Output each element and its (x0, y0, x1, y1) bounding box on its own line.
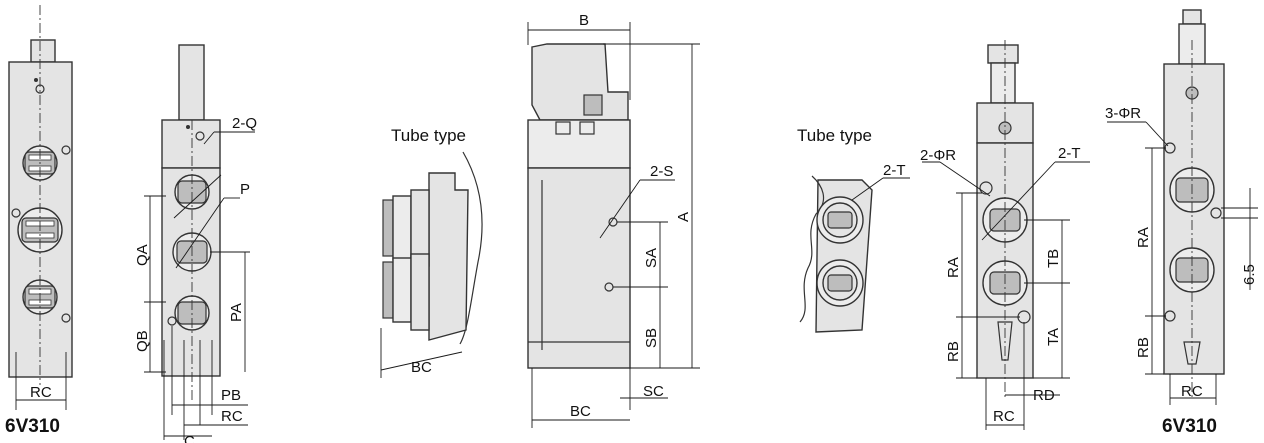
label-sc: SC (643, 383, 664, 400)
mount-hole (11, 208, 21, 218)
mount-hole (1210, 207, 1222, 219)
tube-type-caption: Tube type (391, 126, 466, 145)
model-label: 6V310 (1162, 416, 1217, 437)
label-pa: PA (228, 303, 245, 322)
pilot-cap (987, 44, 1019, 64)
mount-hole (979, 181, 993, 195)
pilot-stem (30, 39, 56, 63)
label-tb: TB (1045, 249, 1062, 268)
label-2-t: 2-T (1058, 145, 1081, 162)
label-rd: RD (1033, 387, 1055, 404)
mount-hole (61, 145, 71, 155)
leader-q-diag (173, 174, 222, 219)
label-3-phi-r: 3-ΦR (1105, 105, 1141, 122)
left-front-view: RC 6V310 (5, 5, 73, 437)
fitting-body (392, 257, 412, 323)
pilot-head (531, 43, 629, 121)
label-rb: RB (945, 341, 962, 362)
label-c: C (184, 433, 195, 443)
tube-type-fitting-view: Tube type BC (380, 126, 483, 378)
leader-p (175, 197, 225, 269)
label-rc: RC (993, 408, 1015, 425)
label-p: P (240, 181, 250, 198)
fitting-collar (382, 199, 394, 257)
mount-hole (61, 313, 71, 323)
valve-head (161, 119, 221, 169)
label-ra: RA (945, 257, 962, 278)
pilot-stem (990, 62, 1016, 104)
label-pb: PB (221, 387, 241, 404)
right-front-view: 3-ΦR RA RB 6.5 RC 6V310 (1105, 9, 1258, 437)
label-ta: TA (1045, 328, 1062, 346)
leader-q (203, 131, 215, 145)
dimension-line-bc (380, 351, 463, 371)
label-2-phi-r: 2-ΦR (920, 147, 956, 164)
screw-hole (195, 131, 205, 141)
label-b: B (579, 12, 589, 29)
label-2-t: 2-T (883, 162, 906, 179)
head-block (527, 119, 631, 169)
fitting-body (392, 195, 412, 261)
left-side-view: 2-Q P QA QB PA PB RC C (134, 44, 257, 443)
label-rc: RC (30, 384, 52, 401)
valve-section (428, 172, 469, 341)
pilot-stem (178, 44, 205, 121)
label-rb: RB (1135, 337, 1152, 358)
exhaust-slot (1183, 341, 1201, 365)
label-qb: QB (134, 330, 151, 352)
label-6-5: 6.5 (1241, 264, 1258, 285)
label-rc: RC (1181, 383, 1203, 400)
marker-dot (34, 78, 38, 82)
label-sb: SB (643, 328, 660, 348)
exhaust-slot (997, 321, 1013, 361)
pilot-button (583, 94, 603, 116)
model-label: 6V310 (5, 416, 60, 437)
fitting-base (410, 253, 430, 331)
valve-body (527, 167, 631, 369)
tube-type-caption: Tube type (797, 126, 872, 145)
label-rc: RC (221, 408, 243, 425)
fitting-collar (382, 261, 394, 319)
label-bc: BC (411, 359, 432, 376)
label-2-q: 2-Q (232, 115, 257, 132)
leader-s (599, 179, 641, 239)
marker-dot (186, 125, 190, 129)
right-side-view: 2-ΦR 2-T RA RB TB TA RD RC (920, 40, 1090, 430)
mount-hole (167, 316, 177, 326)
label-sa: SA (643, 248, 660, 268)
label-ra: RA (1135, 227, 1152, 248)
leader-t (851, 177, 884, 201)
slot (555, 121, 571, 135)
valve-body (1163, 63, 1225, 375)
slot (579, 121, 595, 135)
label-2-s: 2-S (650, 163, 673, 180)
label-a: A (675, 212, 692, 222)
center-side-view: B A 2-S SA SB SC BC (527, 12, 700, 428)
leader-t (981, 161, 1056, 241)
leader-r (1145, 121, 1169, 147)
label-bc: BC (570, 403, 591, 420)
leader-r (939, 161, 991, 197)
tube-port-1 (816, 196, 864, 244)
break-line (799, 175, 825, 323)
tube-type-port-view: Tube type 2-T (797, 126, 910, 333)
tube-port-2 (816, 259, 864, 307)
label-qa: QA (134, 244, 151, 266)
pilot-cap (1182, 9, 1202, 25)
